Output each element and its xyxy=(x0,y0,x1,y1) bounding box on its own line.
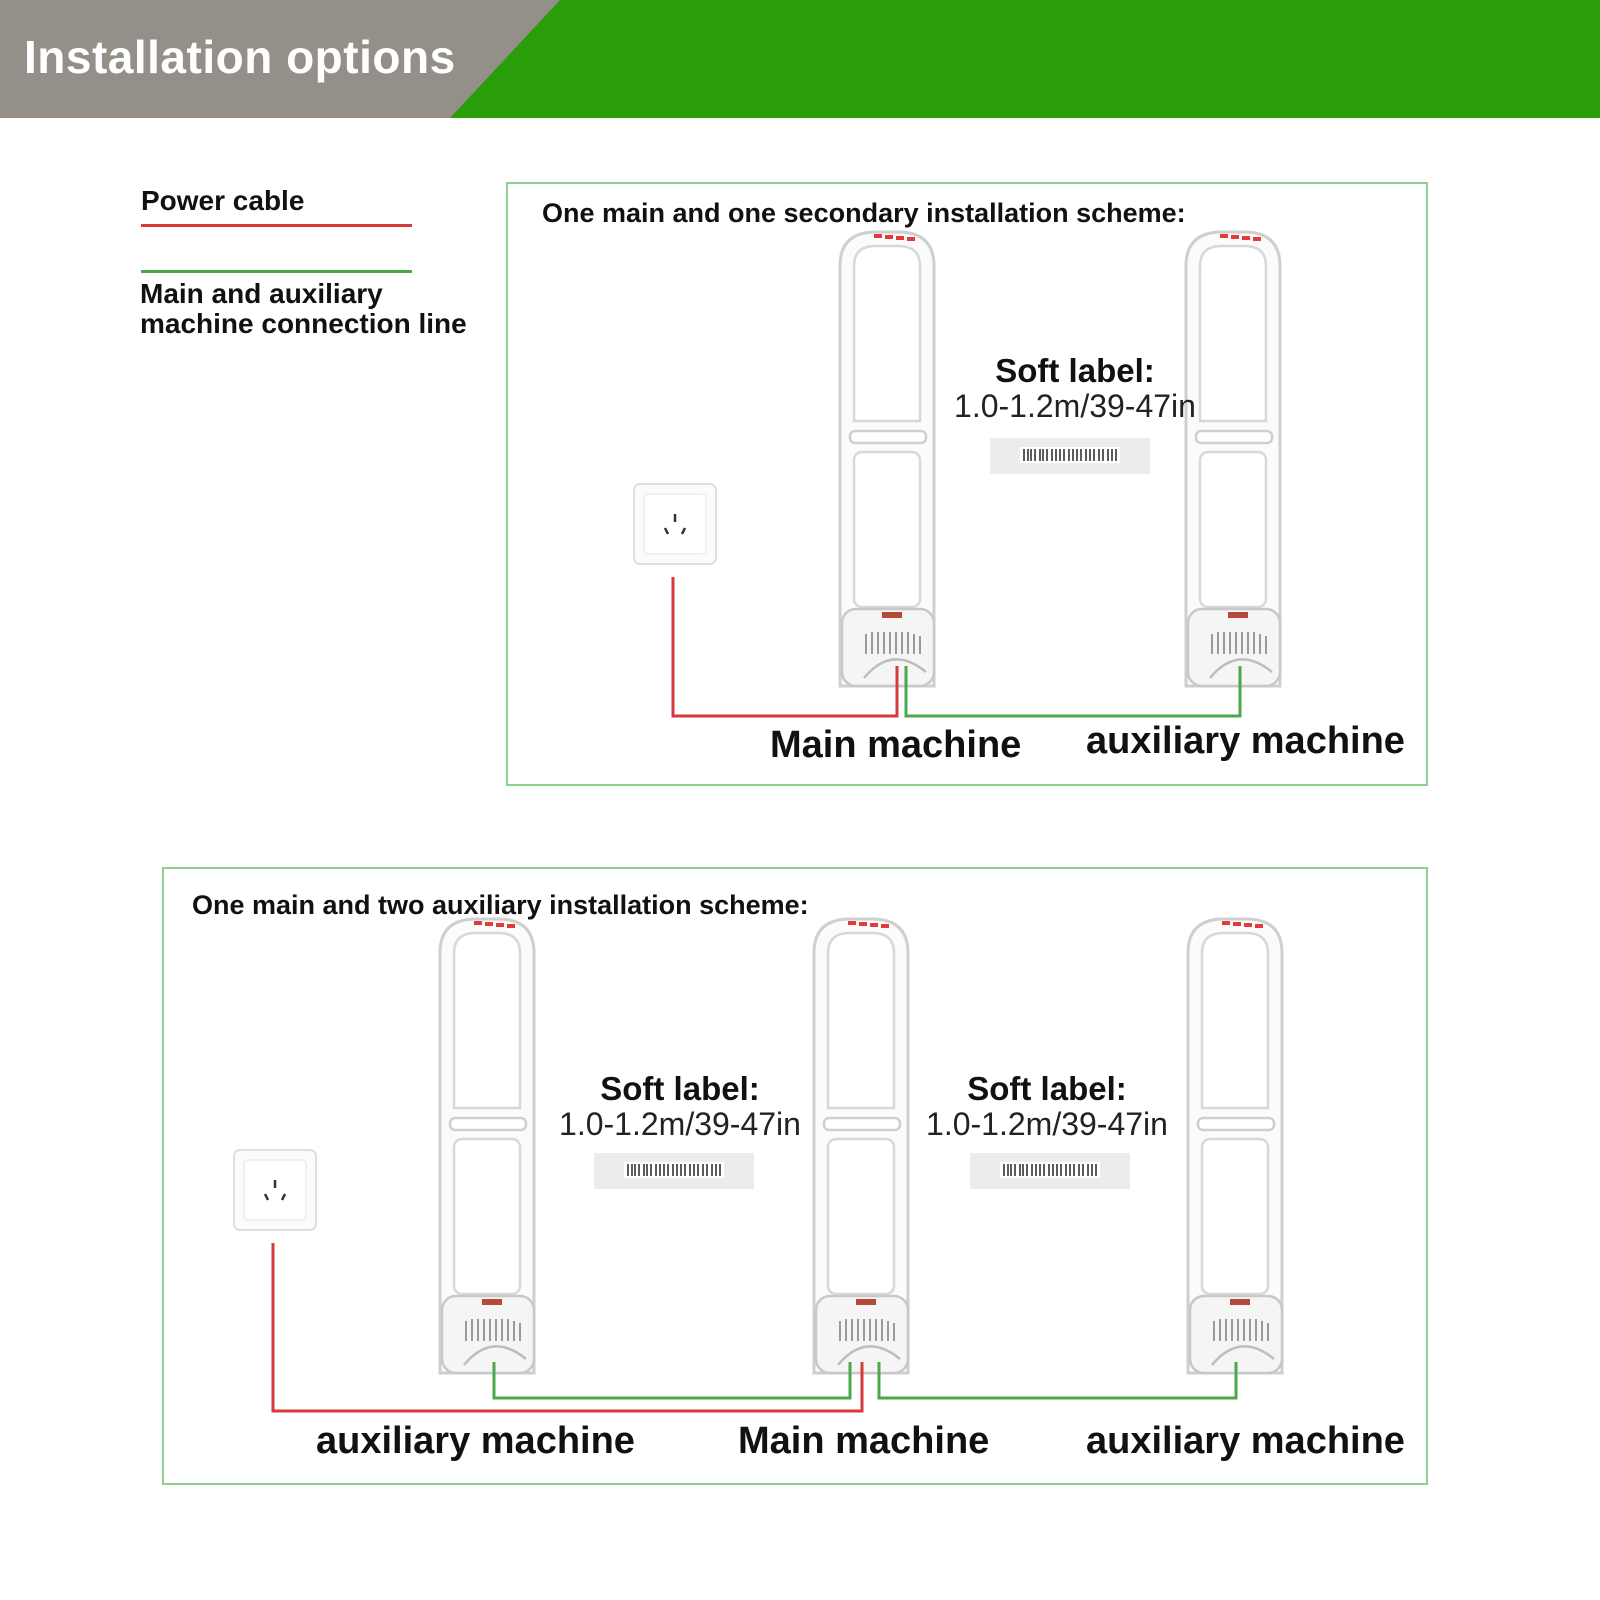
header-background xyxy=(0,0,1600,118)
auxiliary-machine-label: auxiliary machine xyxy=(1086,720,1405,762)
soft-label-range: 1.0-1.2m/39-47in xyxy=(559,1106,801,1142)
connection-line xyxy=(492,1362,852,1400)
power-cable-line xyxy=(671,577,899,718)
main-machine-label: Main machine xyxy=(770,724,1022,766)
soft-label-title: Soft label: xyxy=(995,352,1155,389)
soft-label-range: 1.0-1.2m/39-47in xyxy=(954,388,1196,424)
main-machine-label: Main machine xyxy=(738,1420,990,1462)
soft-label-title: Soft label: xyxy=(600,1070,760,1107)
soft-label-title: Soft label: xyxy=(967,1070,1127,1107)
legend-power-cable-line xyxy=(141,224,412,227)
page-title: Installation options xyxy=(24,31,456,83)
power-outlet-icon xyxy=(232,1148,318,1232)
main-gate-icon xyxy=(838,230,936,688)
connection-line xyxy=(904,666,1242,718)
soft-label-tag-icon xyxy=(969,1152,1131,1190)
soft-label-tag-icon xyxy=(593,1152,755,1190)
scheme-2-box xyxy=(162,867,1428,1485)
soft-label-tag-icon xyxy=(989,437,1151,475)
auxiliary-machine-label: auxiliary machine xyxy=(1086,1420,1405,1462)
legend-connection-line xyxy=(141,270,412,273)
auxiliary-machine-label: auxiliary machine xyxy=(316,1420,635,1462)
power-cable-line xyxy=(271,1243,864,1413)
connection-line xyxy=(877,1362,1238,1400)
scheme-1-box xyxy=(506,182,1428,786)
scheme-1-title: One main and one secondary installation … xyxy=(542,198,1186,228)
power-outlet-icon xyxy=(632,482,718,566)
header-banner: Installation options xyxy=(0,0,1600,118)
auxiliary-gate-icon xyxy=(1186,917,1284,1375)
legend-power-cable-label: Power cable xyxy=(141,185,305,216)
legend-connection-label-line2: machine connection line xyxy=(140,308,467,339)
scheme-2-title: One main and two auxiliary installation … xyxy=(192,890,809,920)
soft-label-range: 1.0-1.2m/39-47in xyxy=(926,1106,1168,1142)
legend-connection-label-line1: Main and auxiliary xyxy=(140,278,383,309)
main-gate-icon xyxy=(812,917,910,1375)
auxiliary-gate-icon xyxy=(438,917,536,1375)
auxiliary-gate-icon xyxy=(1184,230,1282,688)
